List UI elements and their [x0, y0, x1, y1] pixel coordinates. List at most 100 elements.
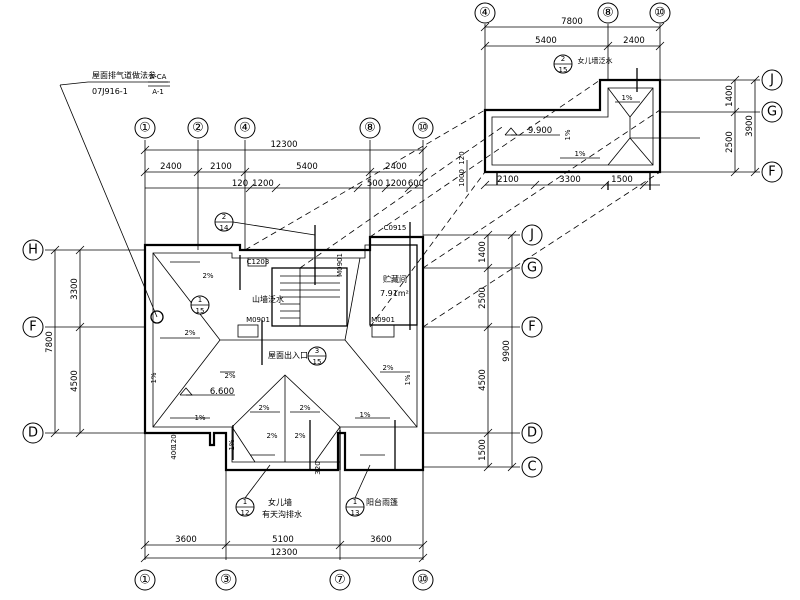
dim-right-seg: 1400 — [478, 241, 488, 263]
elevation-label: 6.600 — [210, 387, 234, 397]
svg-text:1: 1 — [243, 498, 247, 506]
dim-inset-left: 1000 — [458, 169, 466, 187]
callout: 3 15 — [307, 346, 327, 366]
slope-label: 1% — [574, 150, 585, 158]
axis-bubble-label: G — [527, 261, 537, 276]
roof-access-label: 屋面出入口 — [268, 350, 308, 360]
svg-text:12: 12 — [241, 509, 250, 517]
axis-bubble-label: J — [529, 228, 534, 243]
slope-label: 2% — [224, 372, 235, 380]
dim-inset-bottom: 1500 — [611, 175, 633, 185]
slope-label: 1% — [150, 372, 158, 383]
dim-top-seg: 5400 — [296, 162, 318, 172]
axis-bubble-label: ⑩ — [417, 121, 429, 136]
door-label: M0901 — [371, 316, 395, 324]
slope-label: 1% — [359, 411, 370, 419]
slope-label: 1% — [228, 439, 236, 450]
axis-bubble-label: F — [768, 165, 775, 180]
axis-bubble-label: G — [767, 105, 777, 120]
axis-bubble-label: ⑩ — [417, 573, 429, 588]
dim-bottom-seg: 3600 — [175, 535, 197, 545]
inset-building-outline — [483, 68, 700, 190]
slope-label: 1% — [621, 94, 632, 102]
main-grid-lines — [45, 140, 520, 560]
main-building-outline — [143, 222, 425, 472]
dim-left-seg: 3300 — [70, 278, 80, 300]
elevation-label: 9.900 — [528, 126, 552, 136]
svg-text:15: 15 — [313, 358, 322, 366]
svg-text:2: 2 — [222, 213, 226, 221]
dim-inset-right: 2500 — [725, 131, 735, 153]
elevation-marker-main: 6.600 — [179, 387, 235, 397]
dim-top-sub: 1200 — [385, 179, 407, 189]
door-label: M0901 — [246, 316, 270, 324]
svg-text:3: 3 — [315, 347, 319, 355]
dim-right-seg: 1500 — [478, 439, 488, 461]
dim-bottom-total: 12300 — [270, 548, 297, 558]
storage-title: 贮藏间 — [383, 274, 407, 284]
callout: 1 12 — [235, 464, 271, 517]
dim-inset-seg: 2400 — [623, 36, 645, 46]
dim-top-sub: 1200 — [252, 179, 274, 189]
svg-text:15: 15 — [559, 66, 568, 74]
inset-parapet-label: 女儿墙泛水 — [578, 56, 613, 65]
slope-label: 2% — [299, 404, 310, 412]
dim-left-seg: 4500 — [70, 370, 80, 392]
slope-label: 2% — [294, 432, 305, 440]
inset-grid-lines — [484, 24, 760, 173]
slope-label: 2% — [266, 432, 277, 440]
dim-inset-left: 120 — [458, 151, 466, 164]
main-top-dimensions: 12300 2400 2100 5400 2400 120 1200 500 1… — [140, 140, 428, 193]
svg-text:13: 13 — [351, 509, 360, 517]
slope-label: 2% — [382, 364, 393, 372]
vent-note: 屋面排气道做法参 07J916-1 A-CA A-1 — [59, 70, 170, 318]
axis-bubble-label: D — [527, 426, 537, 441]
inset-dimensions: 7800 5400 2400 2100 3300 1500 1400 2500 … — [458, 17, 760, 192]
dim-top-seg: 2400 — [385, 162, 407, 172]
parapet-label: 女儿墙 — [268, 497, 292, 507]
dim-inset-right-total: 3900 — [745, 115, 755, 137]
axis-bubble-label: J — [769, 73, 774, 88]
axis-bubble-label: F — [29, 320, 36, 335]
slope-label: 2% — [258, 404, 269, 412]
detail-callouts: 2 14 1 15 3 15 1 12 1 13 — [190, 212, 371, 517]
dim-top-sub: 120 — [232, 179, 248, 189]
slope-label: 1% — [194, 414, 205, 422]
misc-dim: 120 — [170, 434, 178, 447]
axis-bubble-label: ① — [139, 121, 151, 136]
axis-bubble-label: ③ — [220, 573, 232, 588]
vent-note-code: 07J916-1 — [92, 87, 128, 96]
main-bottom-dimensions: 3600 5100 3600 12300 — [140, 535, 428, 563]
dim-left-total: 7800 — [45, 331, 55, 353]
slope-label: 2% — [202, 272, 213, 280]
axis-bubble-label: ⑩ — [654, 6, 666, 21]
dim-inset-bottom: 2100 — [497, 175, 519, 185]
dim-bottom-seg: 5100 — [272, 535, 294, 545]
callout: 2 14 — [214, 212, 316, 236]
dim-inset-total: 7800 — [561, 17, 583, 27]
callout: 2 15 — [553, 54, 573, 74]
dim-bottom-seg: 3600 — [370, 535, 392, 545]
vent-note-text: 屋面排气道做法参 — [92, 70, 156, 80]
dim-top-sub: 600 — [408, 179, 424, 189]
vent-ref-bottom: A-1 — [152, 88, 164, 96]
projection-lines — [244, 79, 661, 328]
svg-text:2: 2 — [561, 55, 565, 63]
axis-bubble-label: C — [527, 460, 536, 475]
main-left-dimensions: 7800 3300 4500 — [45, 245, 85, 438]
window-label: C0915 — [384, 224, 407, 232]
svg-text:1: 1 — [353, 498, 357, 506]
axis-bubble-label: ① — [139, 573, 151, 588]
dim-right-seg: 2500 — [478, 287, 488, 309]
axis-bubble-label: ② — [192, 121, 204, 136]
main-slope-labels: 2% 2% 2% 2% 2% 2% 2% 2% 1% 1% 1% 1% 1% — [150, 272, 412, 451]
svg-text:15: 15 — [196, 307, 205, 315]
svg-text:14: 14 — [220, 224, 229, 232]
dim-inset-seg: 5400 — [535, 36, 557, 46]
door-label: M0901 — [336, 253, 344, 277]
balcony-label: 阳台雨篷 — [366, 497, 398, 507]
misc-dim: 320 — [314, 461, 322, 474]
dim-top-seg: 2400 — [160, 162, 182, 172]
